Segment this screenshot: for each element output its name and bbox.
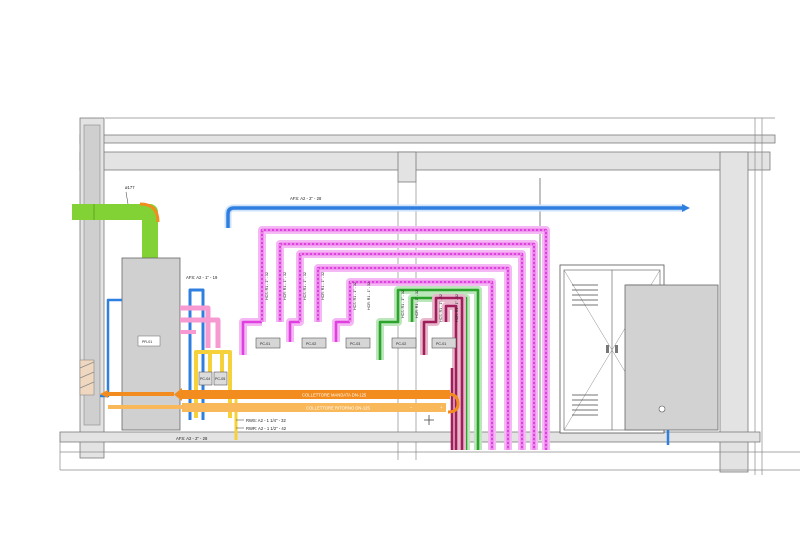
top-supply-pipe [224,204,685,228]
branch-pump-body [301,337,327,349]
flow-valve [424,415,434,425]
supply-arrow-right [682,204,690,212]
branch-pump-unit: PC-01 [255,337,281,349]
hcr-label-3: HCR: R1 - 1" - 32 [367,282,371,310]
hcs-label-5: HCS: R1 - 1" - 32 [439,294,443,322]
branch-pump-unit: PC-03 [345,337,371,349]
maroon-pipe-network [420,294,466,450]
afs-bottom-label: AFS: A2 - 2" - 28 [176,436,208,441]
hcs-label-2: HCS: R1 - 1" - 32 [303,272,307,300]
branch-pump-body [391,337,417,349]
hcr-label-2: HCR: R1 - 1" - 32 [321,272,325,300]
ceiling-beam [79,151,771,171]
water-line-labels: RWS: A2 - 1 1/4" - 32 RWR: A2 - 1 1/2" -… [236,418,287,431]
door-handle-right [615,345,618,353]
svg-text:PC-05: PC-05 [215,377,225,381]
branch-pump-label: PC-01 [260,342,270,346]
pump-pc-04: PC-04 [198,371,213,386]
hcs-label-3: HCS: R1 - 1" - 32 [353,282,357,310]
hcr-label-4: HCR: R1 - 1" - 32 [415,290,419,318]
afs-unit-label: AFS: A2 - 1" - 19 [186,275,218,280]
rws-label: RWS: A2 - 1 1/4" - 32 [246,418,286,423]
collector-supply-arrow [174,388,182,401]
pump-pc-05: PC-05 [213,371,228,386]
building-structure [59,117,800,475]
branch-labels: HCS: R1 - 1" - 32 HCR: R1 - 1" - 32 HCS:… [265,272,459,322]
collector-supply [182,390,450,399]
main-unit-label: PR-01 [142,340,152,344]
door-vent-bottom-left [572,394,598,416]
collectors: COLLETTORE MANDATA DN-125 COLLETTORE RIT… [100,388,460,425]
door-vent-top-left [572,284,598,306]
collector-supply-label: COLLETTORE MANDATA DN-125 [302,393,367,398]
branch-pump-label: PC-03 [350,342,360,346]
rwr-label: RWR: A2 - 1 1/2" - 42 [246,426,287,431]
collector-return [182,403,446,412]
branch-pump-unit: PC-01 [431,337,457,349]
branch-pump-label: PC-02 [396,342,406,346]
branch-pump-label: PC-02 [306,342,316,346]
hcr-label-5: HCR: R1 - 1" - 32 [455,294,459,322]
branch-pump-unit: PC-02 [301,337,327,349]
collector-sign-plus: + [440,405,443,410]
svg-text:PC-04: PC-04 [200,377,210,381]
door-handle-left [606,345,609,353]
collector-return-label: COLLETTORE RITORNO DN-125 [306,406,371,411]
right-equipment-cabinet [624,284,719,445]
branch-pump-label: PC-01 [436,342,446,346]
hcs-label-4: HCS: R1 - 1" - 32 [401,290,405,318]
branch-pump-unit: PC-02 [391,337,417,349]
right-column [719,151,749,473]
hcr-label-1: HCR: R1 - 1" - 32 [283,272,287,300]
afs-top-label: AFS: A2 - 2" - 28 [290,196,322,201]
fresh-air-duct: ø177 [72,185,160,262]
roof-slab [79,134,776,144]
left-blue-pipe [188,288,205,420]
mid-column [397,151,417,183]
floor-slab [59,431,761,443]
left-column-inner [83,124,101,426]
main-unit: PR-01 [121,257,181,431]
collector-sign-minus: − [410,405,413,410]
duct-size-label: ø177 [125,185,135,190]
pink-pipes [180,305,221,348]
blue-pipe-network: AFS: A2 - 2" - 28 AFS: A2 - 1" - 19 AFS:… [100,196,690,441]
branch-pump-body [255,337,281,349]
cabinet-knob [658,405,666,413]
magenta-pipe-network [239,226,550,450]
branch-pump-units: PC-01 PC-02 PC-03 PC-02 PC-01 [255,337,457,349]
branch-pump-body [431,337,457,349]
hcs-label-1: HCS: R1 - 1" - 32 [265,272,269,300]
yellow-pump-loop: PC-04 PC-05 [194,350,238,440]
branch-pump-body [345,337,371,349]
